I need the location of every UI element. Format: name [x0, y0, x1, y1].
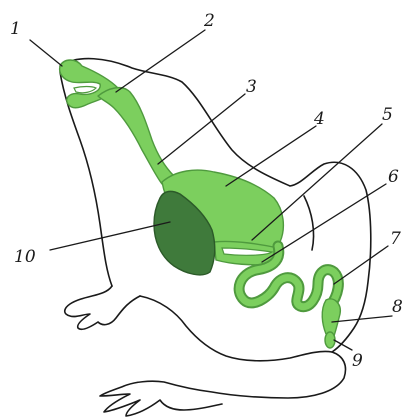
large-intestine: [322, 299, 340, 336]
frog-hind-leg: [100, 296, 346, 416]
label-9: 9: [352, 351, 363, 371]
leader-line-8: [332, 316, 392, 322]
label-6: 6: [388, 167, 399, 187]
esophagus: [98, 88, 174, 184]
frog-thigh-outline: [304, 196, 314, 250]
leader-line-10: [50, 222, 170, 250]
label-7: 7: [390, 229, 401, 249]
label-8: 8: [392, 297, 403, 317]
label-1: 1: [10, 19, 21, 39]
label-2: 2: [203, 11, 215, 31]
leader-line-7: [334, 246, 388, 284]
mouth-inner-fold: [74, 87, 96, 93]
label-3: 3: [246, 77, 257, 97]
label-5: 5: [382, 105, 393, 125]
leader-line-2: [116, 30, 205, 92]
leader-line-1: [30, 40, 62, 66]
label-10: 10: [14, 247, 36, 267]
frog-front-leg: [65, 286, 140, 329]
label-4: 4: [313, 109, 325, 129]
